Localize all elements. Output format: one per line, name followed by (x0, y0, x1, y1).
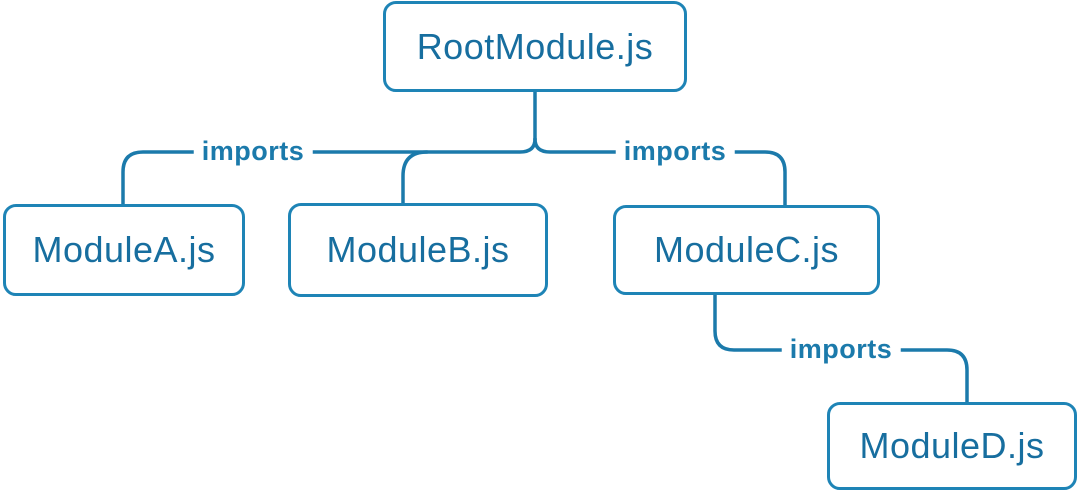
node-root-module: RootModule.js (383, 1, 687, 92)
node-module-b-label: ModuleB.js (326, 229, 510, 270)
node-module-c: ModuleC.js (613, 205, 880, 295)
edge-label-imports-left: imports (193, 136, 313, 167)
node-module-d-label: ModuleD.js (859, 425, 1045, 466)
connector-root-to-module-b (401, 150, 429, 205)
node-module-c-label: ModuleC.js (653, 229, 840, 270)
connector-root-to-module-c (533, 137, 787, 207)
edge-label-imports-bottom: imports (781, 334, 901, 365)
node-module-a: ModuleA.js (3, 204, 245, 296)
edge-label-imports-right: imports (615, 136, 735, 167)
connector-root-to-module-a (121, 137, 537, 206)
node-module-a-label: ModuleA.js (32, 229, 216, 270)
node-root-module-label: RootModule.js (416, 25, 654, 67)
node-module-b: ModuleB.js (288, 203, 548, 297)
node-module-d: ModuleD.js (827, 402, 1077, 490)
